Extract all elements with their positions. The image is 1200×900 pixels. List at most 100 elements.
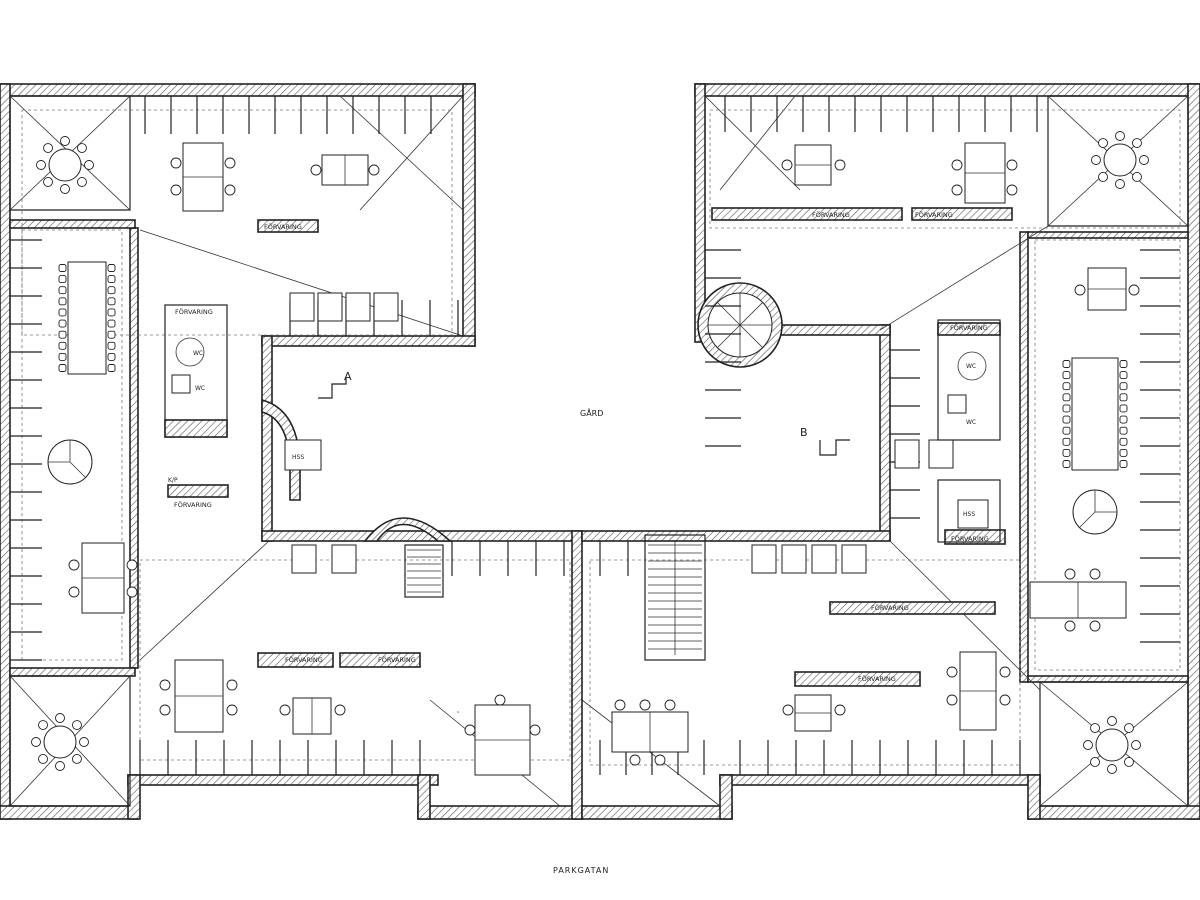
chair-pair <box>345 292 371 322</box>
chair-pair <box>317 292 343 322</box>
stair-spoke <box>1078 511 1096 529</box>
wall-bottom-left-2 <box>127 774 439 786</box>
wall-bottom-right-1 <box>581 805 733 820</box>
chair <box>1119 404 1128 413</box>
ceiling-line <box>709 109 1181 229</box>
wall-bay-left <box>127 774 141 820</box>
wall-bottom-right-3 <box>1027 805 1200 820</box>
storage-label: FÖRVARING <box>174 500 212 509</box>
chair <box>58 319 67 328</box>
wall-right-outer <box>1187 83 1200 820</box>
wall-right-top <box>694 83 1200 97</box>
wall-bottom-left-1 <box>0 805 139 820</box>
chair <box>58 341 67 350</box>
round-table <box>1095 728 1129 762</box>
chair <box>1006 159 1018 171</box>
chair <box>1062 360 1071 368</box>
chair <box>1119 415 1128 424</box>
storage-block <box>167 484 229 498</box>
hss-shaft <box>957 499 989 529</box>
conference-chairs <box>58 264 116 372</box>
chair <box>170 157 182 169</box>
chair <box>1124 723 1134 733</box>
chair <box>494 694 506 706</box>
chair <box>224 184 236 196</box>
chair <box>368 164 380 176</box>
chair <box>36 160 46 170</box>
conference-chairs <box>1062 360 1128 468</box>
wall-court-bottom-right <box>581 530 891 542</box>
hss-label: HSS <box>963 511 975 518</box>
storage-block <box>794 671 921 687</box>
chair <box>614 699 626 711</box>
chair <box>58 308 67 317</box>
desk-clusters <box>68 142 1140 776</box>
chair-pair <box>781 544 807 574</box>
stair-steps <box>407 540 702 655</box>
chair <box>834 159 846 171</box>
ceiling-line <box>21 229 123 661</box>
chair <box>639 699 651 711</box>
chair-pair <box>894 439 920 469</box>
section-b-marker <box>819 439 850 456</box>
chair <box>31 737 41 747</box>
chair <box>1115 131 1125 141</box>
chair <box>43 143 53 153</box>
chair <box>107 330 116 339</box>
chair <box>1131 740 1141 750</box>
wall-upper-right <box>462 83 476 347</box>
chair <box>1119 448 1128 457</box>
chair <box>1098 172 1108 182</box>
chair <box>43 177 53 187</box>
wc-fixture <box>171 374 191 394</box>
chair <box>226 679 238 691</box>
chair <box>72 754 82 764</box>
chair <box>1119 460 1128 468</box>
chair <box>946 694 958 706</box>
wall-corridor-left <box>129 227 139 669</box>
storage-block <box>257 652 334 668</box>
chair <box>629 754 641 766</box>
conference-table-east <box>1062 357 1128 471</box>
chair <box>68 559 80 571</box>
storage-block <box>911 207 1013 221</box>
roof-line <box>139 539 271 661</box>
chair <box>107 308 116 317</box>
chair-pair <box>289 292 315 322</box>
chair <box>1074 284 1086 296</box>
chair <box>1124 757 1134 767</box>
chair <box>1062 393 1071 402</box>
wc-core <box>937 319 1001 441</box>
chair <box>1119 382 1128 391</box>
storage-label: FÖRVARING <box>951 534 989 543</box>
chair <box>159 704 171 716</box>
storage-label: FÖRVARING <box>378 655 416 664</box>
wc-core-right <box>937 319 1001 543</box>
ceiling-line <box>139 559 571 761</box>
chair <box>1119 437 1128 446</box>
ceiling-line <box>21 109 453 336</box>
storage-label: FÖRVARING <box>871 603 909 612</box>
wall-bay-right <box>417 774 431 820</box>
chair <box>781 159 793 171</box>
chair <box>126 586 138 598</box>
chair <box>1006 184 1018 196</box>
wall-left-top <box>0 83 476 97</box>
chair <box>1119 371 1128 380</box>
chair <box>58 352 67 361</box>
chair <box>107 286 116 295</box>
wall-left-outer <box>0 83 11 820</box>
chair <box>1062 404 1071 413</box>
storage-label: FÖRVARING <box>175 307 213 316</box>
round-tables <box>31 131 1149 774</box>
chair <box>58 364 67 372</box>
storage-block <box>829 601 996 615</box>
roof-line <box>704 95 801 191</box>
chair <box>1119 360 1128 368</box>
storage-label: FÖRVARING <box>285 655 323 664</box>
wall-corridor-right-top <box>1027 231 1189 239</box>
wc-label: WC <box>195 385 205 392</box>
chair-pair <box>811 544 837 574</box>
chair-pair <box>331 544 357 574</box>
chair <box>58 275 67 284</box>
